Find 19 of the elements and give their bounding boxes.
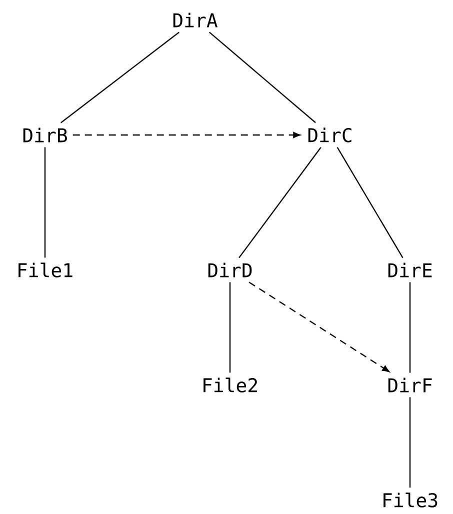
- node-label: DirA: [173, 12, 218, 28]
- connector-line: [208, 32, 316, 124]
- node-label: File2: [204, 378, 257, 392]
- dashed-arrow: [72, 132, 300, 138]
- node-label: DirB: [23, 128, 67, 142]
- connector-line: [409, 397, 411, 488]
- node-label: DirD: [208, 262, 252, 278]
- node-label: DirF: [388, 378, 432, 392]
- connector-line: [409, 282, 411, 373]
- node-label: File3: [384, 492, 438, 508]
- node-label: DirE: [388, 262, 432, 278]
- dashed-arrow: [248, 282, 390, 372]
- connector-line: [229, 282, 231, 373]
- connector-line: [44, 147, 46, 258]
- connector-line: [336, 147, 404, 258]
- node-label: File1: [18, 262, 72, 278]
- connector-line: [238, 147, 322, 258]
- connector-line: [60, 32, 180, 124]
- node-label: DirC: [308, 128, 352, 142]
